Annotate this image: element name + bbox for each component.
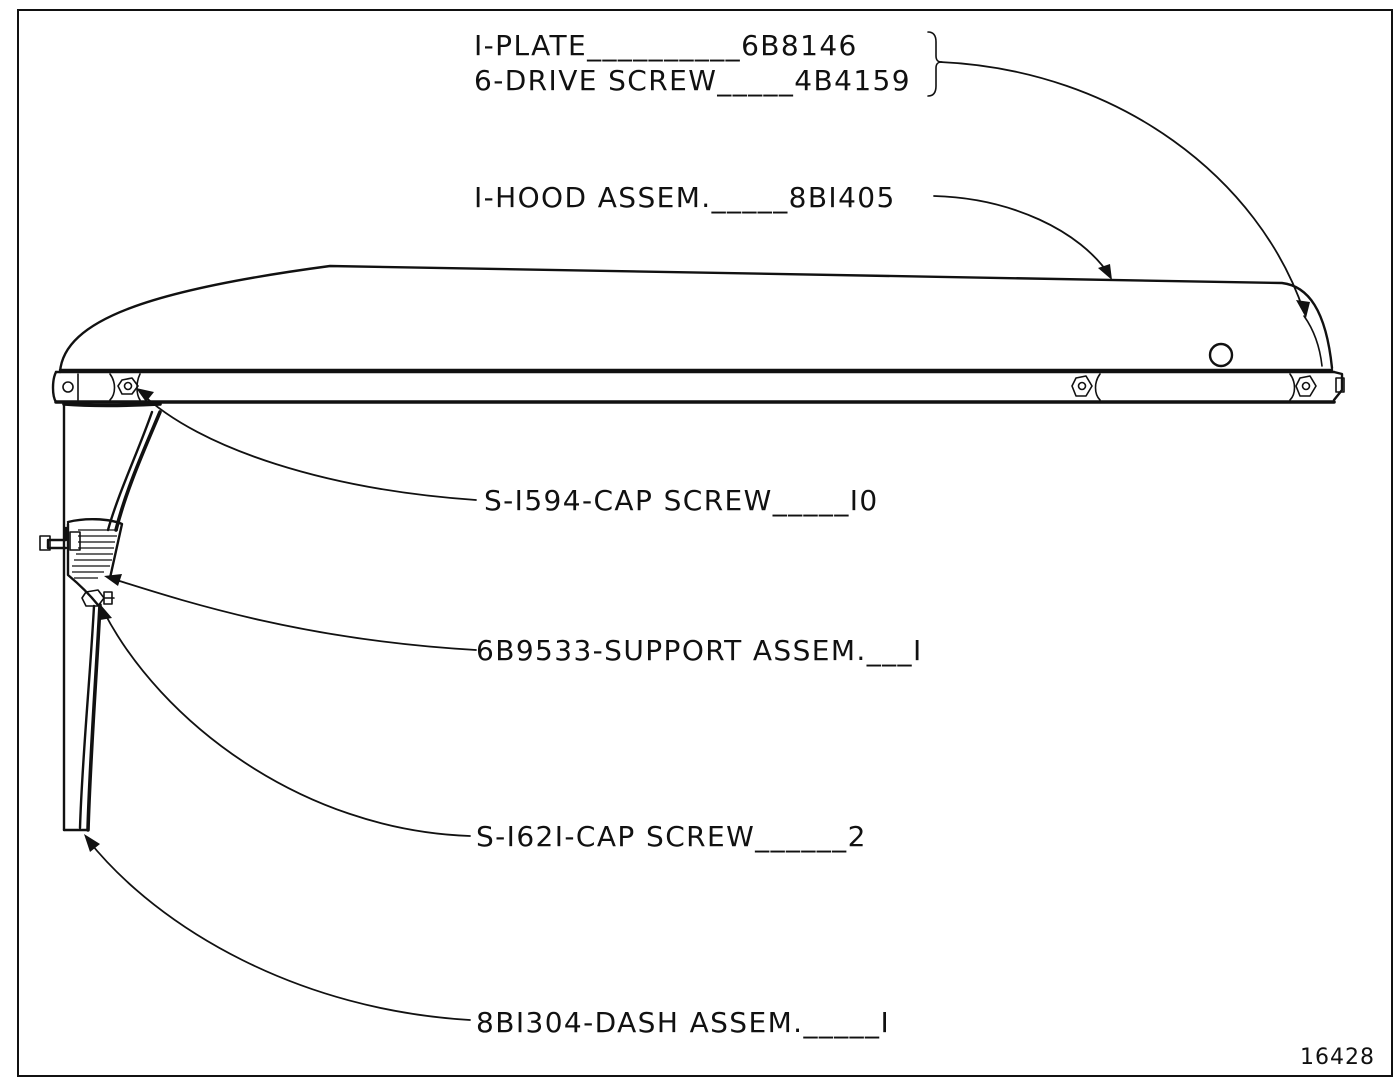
hood-top-contour [58,264,1334,374]
support-assembly [39,518,124,607]
hood-knob-icon [1208,342,1234,368]
diagram-border [17,9,1393,1077]
hood-assembly [51,264,1345,404]
front-bolt-icon [62,381,74,393]
support-bolt-head-icon [39,535,51,551]
figure-number: 16428 [1300,1045,1375,1070]
leader-lines [84,31,1310,1021]
callout-support-assem: 6B9533-SUPPORT ASSEM.___I [476,634,923,667]
support-bracket-slot [69,531,81,551]
callout-brace [927,31,943,97]
hex-nut-icon [117,377,139,395]
hood-rear-plate [1303,315,1323,367]
support-hatching [72,529,118,579]
callout-cap-screw-10: S-I594-CAP SCREW_____I0 [484,484,879,517]
rear-hex-nut-icon [1295,375,1317,397]
lower-cap-screw-icon [81,589,105,607]
mid-hex-nut-icon [1071,375,1093,397]
callout-cap-screw-2: S-I62I-CAP SCREW______2 [476,820,867,853]
callout-dash-assem: 8BI304-DASH ASSEM._____I [476,1006,890,1039]
callout-drive-screw: 6-DRIVE SCREW_____4B4159 [474,64,911,97]
callouts: I-PLATE__________6B8146 6-DRIVE SCREW___… [474,29,923,1039]
callout-plate: I-PLATE__________6B8146 [474,29,858,62]
callout-hood-assem: I-HOOD ASSEM._____8BI405 [474,181,896,214]
hood-side-rail [51,370,1345,404]
dash-assembly [62,402,162,832]
